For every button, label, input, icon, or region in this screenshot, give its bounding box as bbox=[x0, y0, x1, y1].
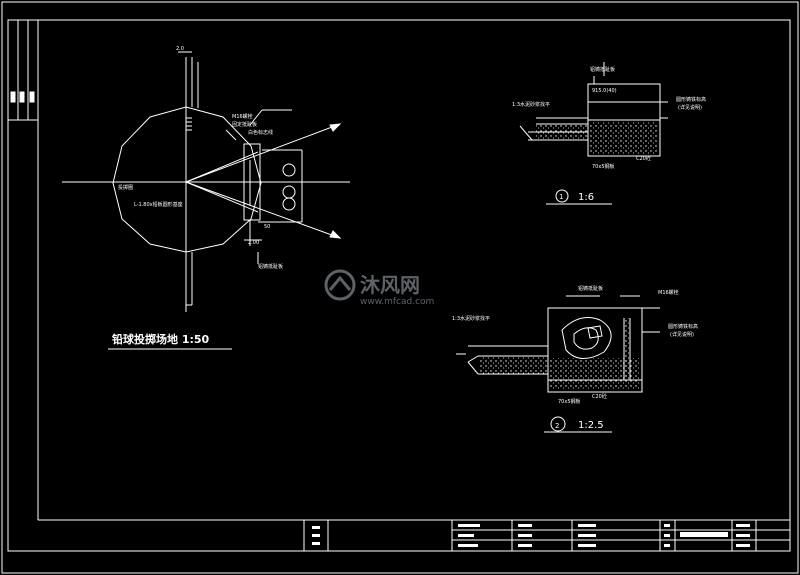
detail-2-marker: 2 bbox=[555, 422, 559, 430]
title-block bbox=[38, 519, 790, 551]
dim-side: 50 bbox=[264, 224, 270, 230]
d2-plate: 70x5钢板 bbox=[558, 398, 581, 405]
d2-mortar: 1:3水泥砂浆找平 bbox=[452, 315, 490, 322]
main-title: 铅球投掷场地 1:50 bbox=[112, 332, 210, 346]
watermark-url: www.mfcad.com bbox=[360, 297, 434, 307]
detail-1-scale: 1:6 bbox=[578, 192, 594, 203]
detail-1-hatch bbox=[536, 122, 658, 154]
throwing-circle-plan bbox=[62, 51, 350, 312]
d1-toe-board: 铝铸抵趾板 bbox=[590, 66, 615, 73]
label-toe-board-a: 铝铸抵趾板 bbox=[258, 263, 283, 270]
d2-base: C20砼 bbox=[592, 393, 607, 400]
d1-ring: 圆形铸铁标高 bbox=[676, 96, 706, 103]
d2-bolt: M16螺栓 bbox=[658, 289, 679, 296]
detail-2-hatch bbox=[480, 318, 640, 390]
label-edge-note: 白色标志线 bbox=[248, 129, 273, 136]
watermark-logo-icon bbox=[324, 269, 356, 301]
watermark: 沐风网 www.mfcad.com bbox=[324, 269, 434, 307]
d1-ring2: (详见说明) bbox=[678, 104, 702, 111]
d1-plate: 70x5钢板 bbox=[592, 163, 615, 170]
d1-base: C20砼 bbox=[636, 155, 651, 162]
label-fix-note: 固定抵趾板 bbox=[232, 121, 257, 128]
detail-1-marker: 1 bbox=[559, 193, 563, 201]
label-circle-center: 投掷圈 bbox=[118, 184, 133, 191]
dim-top: 2.0 bbox=[176, 46, 184, 52]
drawing-frame bbox=[7, 19, 791, 552]
d2-toe-board: 铝铸抵趾板 bbox=[578, 285, 603, 292]
d2-ring2: (详见说明) bbox=[670, 331, 694, 338]
d2-ring: 圆形铸铁标高 bbox=[668, 323, 698, 330]
d1-mortar: 1:3水泥砂浆找平 bbox=[512, 101, 550, 108]
watermark-brand: 沐风网 bbox=[360, 273, 420, 297]
dim-side2: 2.00 bbox=[248, 240, 259, 246]
detail-2-scale: 1:2.5 bbox=[578, 420, 604, 431]
label-m16-screw: M16螺栓 bbox=[232, 113, 253, 120]
label-circle-note: L-1.80x铅板圆形基座 bbox=[134, 201, 183, 208]
left-binding-strip bbox=[8, 20, 39, 520]
d1-dim: 915.0(40) bbox=[592, 88, 617, 94]
